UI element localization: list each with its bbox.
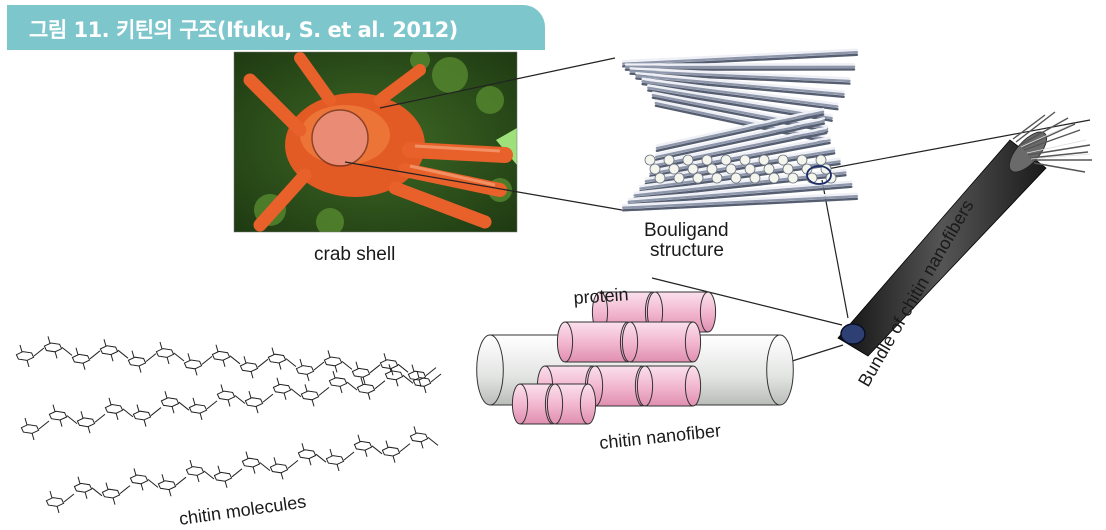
label-bouligand-2: structure: [650, 240, 724, 261]
label-bouligand-1: Bouligand: [644, 220, 729, 241]
chitin-molecule-chains: [16, 336, 441, 513]
label-crab-shell: crab shell: [314, 244, 395, 265]
label-chitin-nanofiber: chitin nanofiber: [598, 420, 722, 453]
bouligand-rods: [623, 50, 857, 211]
chitin-nanofiber-cylinders: [477, 292, 794, 424]
crab-shell-photo: [234, 50, 517, 236]
label-protein: protein: [573, 284, 629, 308]
label-chitin-molecules: chitin molecules: [178, 491, 308, 529]
label-bundle: Bundle of chitin nanofibers: [854, 196, 977, 390]
nanofiber-bundle: [838, 112, 1092, 356]
